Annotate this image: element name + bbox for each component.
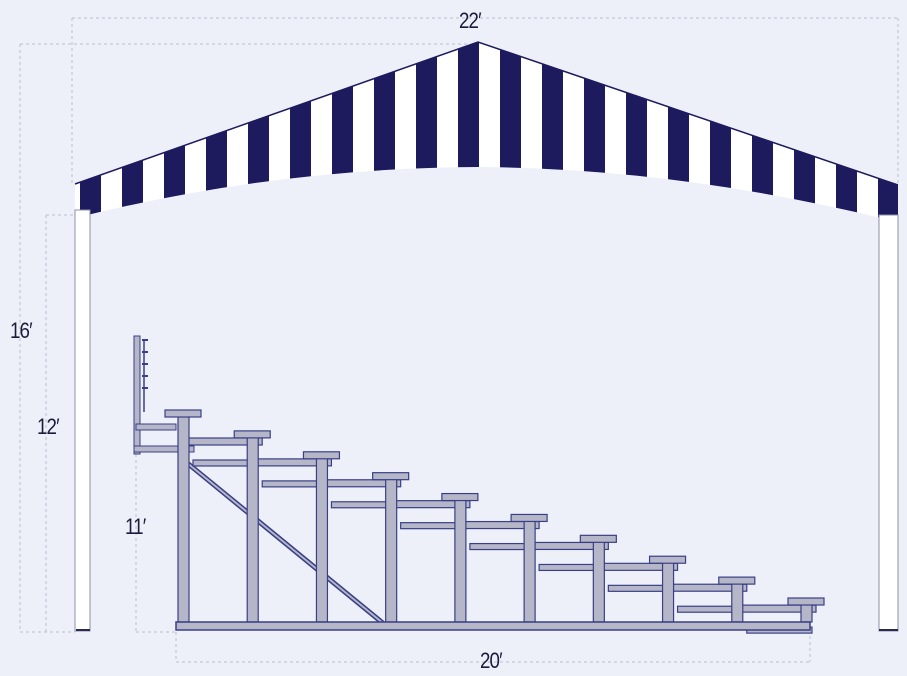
- roof-stripe: [668, 42, 689, 222]
- bleacher-seat: [718, 576, 756, 585]
- bleacher-seat: [372, 472, 410, 481]
- bleacher-post: [315, 455, 329, 623]
- striped-canopy-roof: [74, 41, 899, 222]
- roof-stripe: [794, 42, 815, 222]
- roof-stripe: [374, 42, 395, 222]
- bleacher-post: [731, 580, 744, 623]
- back-rail: [133, 335, 195, 455]
- roof-stripe: [290, 42, 311, 222]
- bleacher-seat: [164, 409, 202, 418]
- roof-stripe: [836, 42, 857, 222]
- bleacher-post: [454, 496, 467, 623]
- roof-stripe: [878, 42, 898, 222]
- bleacher-steps: [164, 409, 825, 634]
- roof-stripe: [206, 42, 227, 222]
- bleacher-post: [661, 559, 675, 623]
- bleacher-seat: [233, 430, 271, 439]
- roof-stripe: [80, 42, 101, 222]
- bleacher-post: [385, 476, 398, 623]
- roof-stripe: [458, 42, 479, 222]
- total-height-label: 16′: [10, 318, 33, 343]
- right-post: [878, 214, 899, 632]
- roof-stripe: [584, 42, 605, 222]
- canopy-posts: [74, 209, 899, 632]
- bleacher-width-label: 20′: [480, 648, 503, 673]
- bleacher-seat: [579, 534, 617, 543]
- roof-stripe: [500, 42, 521, 222]
- roof-stripe: [542, 42, 563, 222]
- post-height-label: 12′: [37, 414, 60, 439]
- left-post: [74, 209, 91, 632]
- roof-stripe: [710, 42, 731, 222]
- bleacher-seat: [648, 555, 687, 564]
- bleacher-post: [523, 517, 536, 623]
- width-top-label: 22′: [459, 8, 482, 33]
- roof-stripe: [122, 42, 143, 222]
- bleacher-height-label: 11′: [125, 514, 146, 539]
- bleacher-seat: [441, 492, 479, 502]
- roof-stripe: [164, 42, 185, 222]
- bleacher-post: [246, 434, 259, 623]
- bleacher-post: [592, 538, 605, 623]
- roof-stripe: [332, 42, 353, 222]
- roof-stripe: [626, 42, 647, 222]
- roof-stripe: [752, 42, 773, 222]
- bleacher: [133, 335, 825, 634]
- bleacher-seat: [510, 513, 548, 523]
- bleacher-seat: [302, 451, 341, 460]
- bleacher-post: [177, 413, 190, 623]
- roof-stripe: [248, 42, 269, 222]
- bleacher-base-beam: [175, 621, 811, 631]
- bleacher-seat: [787, 597, 825, 606]
